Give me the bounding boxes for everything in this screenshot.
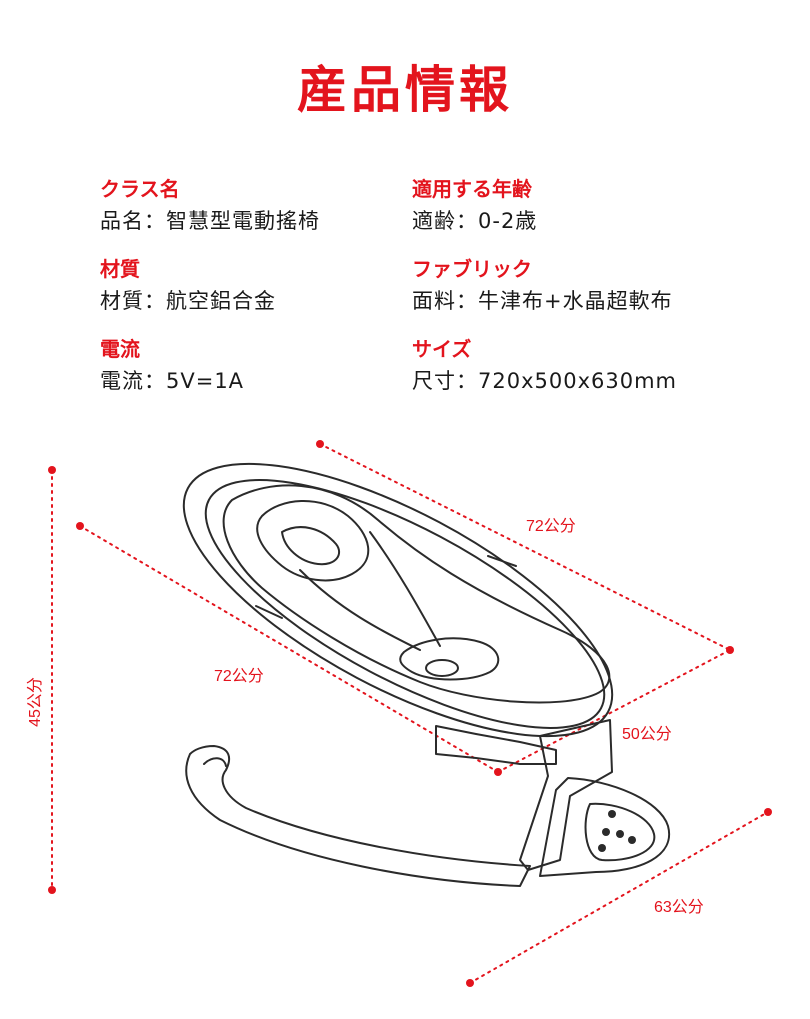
seat-outer-ring bbox=[182, 462, 614, 738]
spec-age: 適用する年齢 適齢：0-2歳 bbox=[412, 176, 742, 236]
seat-rail bbox=[487, 555, 517, 567]
control-button bbox=[608, 810, 616, 818]
rocker-leg-inner bbox=[203, 757, 227, 767]
dimension-label-side: 72公分 bbox=[214, 668, 264, 685]
dimension-line-base bbox=[469, 811, 769, 984]
spec-value: 電流：5V=1A bbox=[100, 369, 245, 393]
spec-class-name: クラス名 品名：智慧型電動搖椅 bbox=[100, 176, 430, 236]
spec-label: 適用する年齢 bbox=[412, 177, 532, 201]
head-pillow bbox=[256, 499, 370, 582]
page-title: 産品情報 bbox=[297, 61, 513, 119]
dimension-line-depth bbox=[497, 649, 731, 773]
spec-value: 尺寸：720x500x630mm bbox=[412, 369, 678, 393]
control-button bbox=[616, 830, 624, 838]
spec-label: 材質 bbox=[100, 257, 140, 281]
control-button bbox=[602, 828, 610, 836]
dimension-dot bbox=[466, 979, 474, 987]
spec-value: 面料：牛津布+水晶超軟布 bbox=[412, 289, 673, 313]
dimension-dot bbox=[48, 466, 56, 474]
base-housing bbox=[539, 777, 671, 877]
buckle bbox=[425, 659, 459, 677]
base-panel bbox=[584, 802, 656, 862]
dimension-label-base: 63公分 bbox=[654, 899, 704, 916]
spec-size: サイズ 尺寸：720x500x630mm bbox=[412, 336, 742, 396]
harness-strap bbox=[299, 569, 421, 651]
seat-pad bbox=[222, 484, 611, 704]
dimension-label-height: 45公分 bbox=[26, 677, 44, 727]
dimension-dot bbox=[76, 522, 84, 530]
rocker-leg bbox=[185, 745, 531, 887]
harness-strap bbox=[369, 531, 441, 647]
support-arm bbox=[519, 719, 613, 871]
spec-label: サイズ bbox=[412, 337, 472, 361]
spec-label: ファブリック bbox=[412, 257, 532, 281]
dimension-label-top: 72公分 bbox=[526, 518, 576, 535]
control-button bbox=[628, 836, 636, 844]
spec-current: 電流 電流：5V=1A bbox=[100, 336, 430, 396]
dimension-dot bbox=[726, 646, 734, 654]
dimension-dot bbox=[494, 768, 502, 776]
dimension-dot bbox=[316, 440, 324, 448]
head-pillow-inner bbox=[281, 526, 341, 566]
buckle-cushion bbox=[399, 637, 500, 681]
baby-rocker-illustration bbox=[48, 440, 772, 987]
seat-rail bbox=[255, 605, 283, 619]
seat-inner-ring bbox=[204, 479, 606, 729]
spec-label: 電流 bbox=[100, 337, 140, 361]
dimension-line-top bbox=[319, 443, 731, 651]
spec-material: 材質 材質：航空鋁合金 bbox=[100, 256, 430, 316]
dimension-dot bbox=[764, 808, 772, 816]
spec-value: 材質：航空鋁合金 bbox=[100, 289, 276, 313]
spec-value: 適齢：0-2歳 bbox=[412, 209, 538, 233]
dimension-label-depth: 50公分 bbox=[622, 726, 672, 743]
spec-label: クラス名 bbox=[100, 177, 180, 201]
dimension-dot bbox=[48, 886, 56, 894]
spec-value: 品名：智慧型電動搖椅 bbox=[100, 209, 320, 233]
control-button bbox=[598, 844, 606, 852]
spec-fabric: ファブリック 面料：牛津布+水晶超軟布 bbox=[412, 256, 742, 316]
seat-foot-rest bbox=[435, 725, 557, 765]
